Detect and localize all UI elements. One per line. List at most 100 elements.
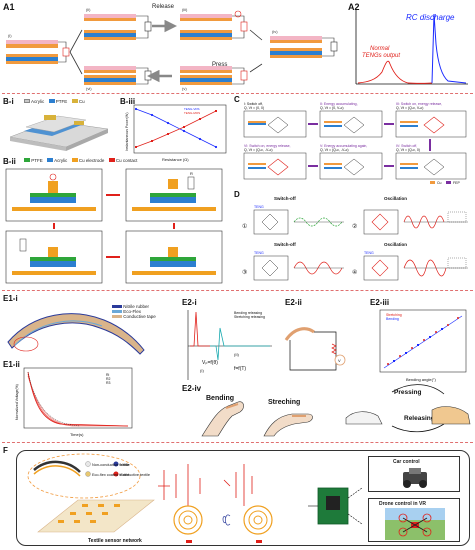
panel-e2iii-label: E2-iii	[370, 298, 390, 307]
a2-discharge-plot: RC discharge Normal TENGs output	[355, 10, 468, 85]
pressing-label: Pressing	[394, 389, 421, 396]
c-step2-eq: Q, Vt = (0, Vₒc)	[320, 106, 344, 110]
c-step1-title: I: Switch off,	[244, 102, 263, 106]
c-step-5	[319, 152, 383, 180]
legend-teng-mos: TENG-MOS	[184, 111, 200, 115]
e2iii-xlabel: Bending angle(°)	[406, 377, 437, 382]
legend-b-ptfe: PTFE	[31, 158, 43, 163]
c-legend-fep: FEP	[453, 181, 460, 185]
e1ii-legend-2: R2	[106, 377, 111, 381]
bending-label: Bending	[206, 395, 234, 402]
separator	[2, 93, 473, 94]
f-legend-nonconductive: Non-conductive textile	[92, 463, 129, 467]
drone-icon	[385, 508, 445, 540]
panel-c: C	[234, 95, 474, 187]
stack-iv	[270, 36, 338, 58]
panel-e: E1-i Nitrile rubber Eco-Flex Conductive …	[0, 292, 475, 440]
bii-r-label: R	[190, 171, 193, 176]
drone-control-label: Drone control in VR	[379, 501, 426, 507]
c-step4-title: VI: Switch on, energy release,	[244, 144, 291, 148]
rc-discharge-label: RC discharge	[406, 13, 455, 22]
c-step3-title: III: Switch on, energy release,	[396, 102, 442, 106]
d-num-4: ④	[352, 269, 357, 276]
e2ii-v: V	[338, 358, 341, 363]
c-step-4	[243, 152, 307, 180]
separator-3	[2, 442, 473, 443]
panel-a1-label: A1	[3, 2, 15, 12]
legend-b-cu-electrode: Cu electrode	[78, 158, 105, 163]
releasing-label: Releasing	[404, 415, 435, 422]
textile-network-label: Textile sensor network	[88, 538, 142, 544]
legend-ecoflex: Eco-Flex	[123, 309, 142, 314]
d-num-2: ②	[352, 223, 357, 230]
d-teng-3: TENG	[254, 251, 264, 255]
e2i-legend-2: Stretching releasing	[234, 315, 265, 319]
e1ii-legend-1: Ri	[106, 373, 110, 377]
e2i-signal-plot: Bending releasing Stretching releasing V…	[187, 310, 272, 380]
legend-acrylic: Acrylic	[31, 99, 45, 104]
panel-b: B-i B-iii B-ii Acrylic PTFE Cu TENG-VDS …	[0, 95, 232, 288]
e2i-legend-1: Bending releasing	[234, 311, 262, 315]
stack-v	[180, 66, 248, 85]
press-label: Press	[212, 62, 228, 68]
panel-f: F Non-conductive textile Nitrile Eco-fle…	[0, 444, 475, 550]
step-iii-label: (iii)	[182, 7, 188, 12]
d-title-1: Switch-off	[274, 196, 296, 201]
teng-output-label: TENGs output	[362, 53, 400, 59]
biii-power-plot: TENG-VDS TENG-MOS Resistance (Ω) Instant…	[125, 104, 227, 162]
f-textile-network: Non-conductive textile Nitrile Eco-flex …	[27, 453, 273, 544]
e1ii-ylabel: Normalized Voltage(%)	[15, 384, 19, 420]
legend-b-acrylic: Acrylic	[54, 158, 68, 163]
stack-ii	[84, 14, 152, 40]
d-title-2: Oscillation	[384, 196, 407, 201]
step-i-label: (i)	[8, 33, 12, 38]
c-step-2	[319, 110, 383, 138]
biii-ylabel: Instantaneous Power(W)	[125, 112, 129, 151]
circuit-3	[5, 230, 103, 284]
d-teng-1: TENG	[254, 205, 264, 209]
panel-e1i-label: E1-i	[3, 294, 18, 303]
e2ii-circuit: V	[284, 327, 346, 371]
c-cycle-diagram: I: Switch off, Q, Vt = (0, 0) II: Energy…	[243, 102, 467, 185]
legend-conductive-tape: Conductive tape	[123, 314, 156, 319]
e2iii-linear-plot: Stretching Bending Bending angle(°)	[379, 309, 467, 382]
d-teng-4: TENG	[364, 251, 374, 255]
step-vi-label: (vi)	[86, 86, 92, 91]
e2iii-legend-2: Bending	[386, 317, 399, 321]
step-iv-label: (iv)	[272, 29, 278, 34]
panel-bi-label: B-i	[3, 97, 14, 106]
panel-d: D ① Switch-off TENG ② Oscillation ③ Swit…	[234, 190, 474, 288]
teng-cycle-diagram: (i) (ii) (iii) (iv) (v) (vi)	[6, 7, 338, 91]
legend-ptfe: PTFE	[55, 99, 68, 104]
c-step5-title: V: Energy accumulating again,	[320, 144, 367, 148]
car-icon	[403, 468, 427, 488]
c-step3-eq: Q, Vt = (Qₛc, Vₒc)	[396, 106, 423, 110]
panel-c-label: C	[234, 95, 240, 104]
c-step5-eq: Q, Vt = (Qₛc, -Vₒc)	[320, 148, 349, 152]
e2i-vpeak: Vₚ=f(θ)	[202, 360, 218, 366]
d-title-4: Oscillation	[384, 242, 407, 247]
panel-d-label: D	[234, 190, 240, 199]
panel-e2iv-label: E2-iv	[182, 384, 202, 393]
release-label: Release	[152, 4, 175, 10]
d-title-3: Switch-off	[274, 242, 296, 247]
legend-teng-vds: TENG-VDS	[184, 107, 200, 111]
circuit-4	[125, 230, 223, 284]
circuit-1	[5, 168, 103, 222]
c-step6-eq: Q, Vt = (Qₛc, 0)	[396, 148, 420, 152]
e1i-legend: Nitrile rubber Eco-Flex Conductive tape	[112, 304, 156, 319]
biii-xlabel: Resistance (Ω)	[162, 157, 189, 162]
panel-e2ii-label: E2-ii	[285, 298, 302, 307]
f-legend-nitrile: Nitrile	[120, 463, 130, 467]
c-step-1	[243, 110, 307, 138]
device-3d	[9, 115, 109, 151]
legend-bottom: PTFE Acrylic Cu electrode Cu contact	[24, 158, 137, 163]
circuit-2	[125, 168, 223, 222]
c-step6-title: IV: Switch off,	[396, 144, 417, 148]
panel-f-label: F	[3, 446, 8, 455]
panel-a2-label: A2	[348, 2, 360, 12]
streching-label: Streching	[268, 399, 300, 406]
legend-b-cu-contact: Cu contact	[115, 158, 138, 163]
d-oscillation-diagram: ① Switch-off TENG ② Oscillation ③ Switch…	[242, 196, 468, 281]
panel-biii-label: B-iii	[120, 97, 136, 106]
